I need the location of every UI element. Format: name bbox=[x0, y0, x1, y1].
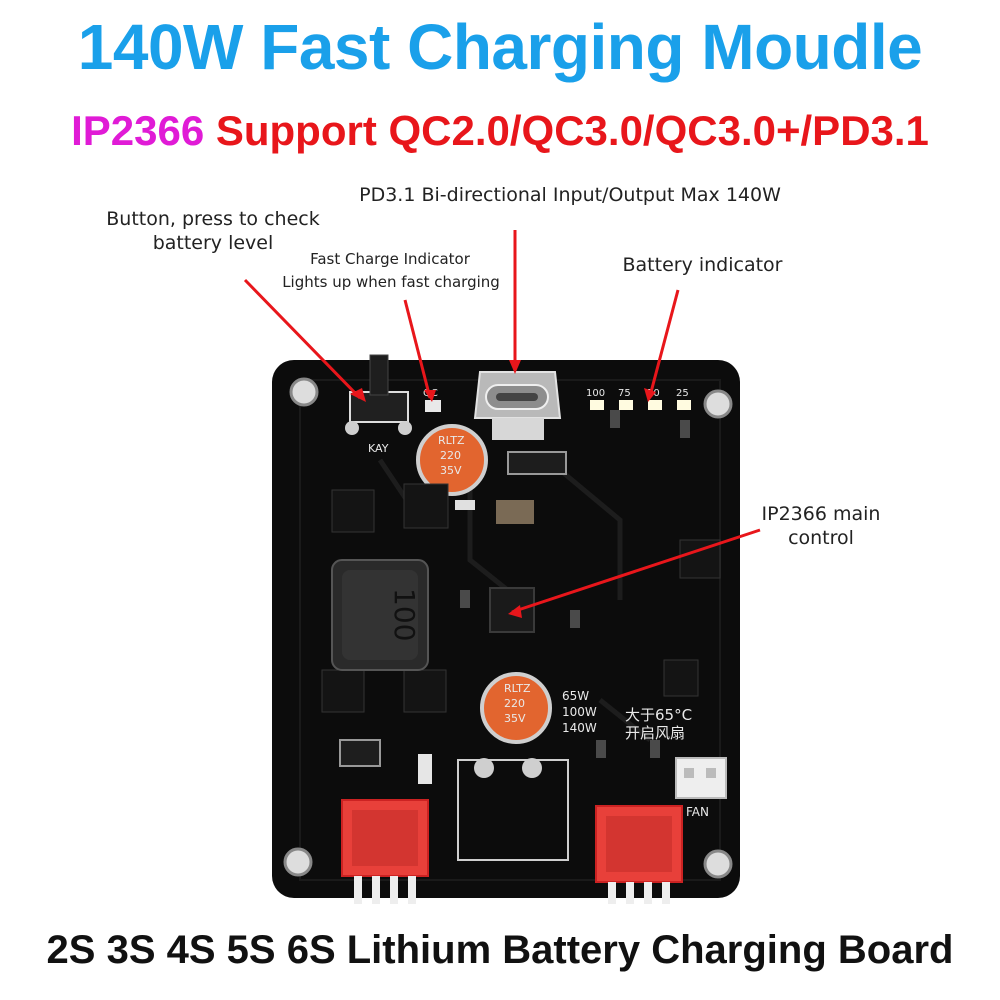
mosfet-3 bbox=[321, 669, 365, 713]
usb-c-port bbox=[473, 371, 562, 440]
svg-text:RLTZ: RLTZ bbox=[438, 434, 465, 447]
level-100: 100 bbox=[586, 388, 605, 399]
option-65w: 65W bbox=[562, 689, 589, 703]
level-75: 75 bbox=[618, 388, 631, 399]
callout-pointers bbox=[243, 230, 761, 618]
mosfet-2 bbox=[403, 483, 449, 529]
page-title: 140W Fast Charging Moudle bbox=[77, 11, 923, 83]
resistor-array bbox=[496, 500, 534, 524]
inductor: 100 bbox=[331, 559, 429, 671]
fast-charge-callout-line2: Lights up when fast charging bbox=[282, 273, 500, 291]
connector-right bbox=[595, 805, 683, 904]
product-description: 2S 3S 4S 5S 6S Lithium Battery Charging … bbox=[46, 928, 954, 972]
mount-hole-tl bbox=[289, 377, 319, 407]
fan-start-note: 开启风扇 bbox=[625, 724, 685, 742]
button-callout-line1: Button, press to check bbox=[106, 208, 320, 230]
chip-name: IP2366 bbox=[71, 107, 205, 154]
qc-led bbox=[425, 400, 441, 412]
main-control-callout-line1: IP2366 main bbox=[761, 503, 881, 525]
fan-label: FAN bbox=[686, 805, 709, 819]
option-140w: 140W bbox=[562, 721, 597, 735]
mount-hole-br bbox=[703, 849, 733, 879]
svg-text:35V: 35V bbox=[504, 712, 526, 725]
ic-right-2 bbox=[663, 659, 699, 697]
fan-connector: FAN bbox=[675, 757, 727, 819]
fan-temp-note: 大于65°C bbox=[625, 706, 692, 724]
svg-text:35V: 35V bbox=[440, 464, 462, 477]
option-100w: 100W bbox=[562, 705, 597, 719]
button-callout-line2: battery level bbox=[152, 232, 274, 254]
main-control-callout-line2: control bbox=[788, 527, 854, 549]
push-button: KAY bbox=[345, 354, 412, 455]
battery-indicator-callout: Battery indicator bbox=[622, 254, 783, 276]
key-label: KAY bbox=[368, 442, 389, 455]
svg-text:RLTZ: RLTZ bbox=[504, 682, 531, 695]
svg-text:220: 220 bbox=[504, 697, 525, 710]
svg-text:220: 220 bbox=[440, 449, 461, 462]
mount-hole-bl bbox=[283, 847, 313, 877]
capacitor-bottom: RLTZ 220 35V bbox=[480, 672, 552, 744]
connector-left bbox=[341, 799, 429, 904]
fast-charge-callout-line1: Fast Charge Indicator bbox=[310, 250, 470, 268]
subtitle: IP2366 Support QC2.0/QC3.0/QC3.0+/PD3.1 bbox=[0, 107, 1000, 155]
diode-top bbox=[507, 451, 567, 475]
capacitor-top: RLTZ 220 35V bbox=[416, 424, 488, 496]
protocol-support: Support QC2.0/QC3.0/QC3.0+/PD3.1 bbox=[215, 107, 929, 154]
main-ic bbox=[489, 587, 535, 633]
level-25: 25 bbox=[676, 388, 689, 399]
mosfet-1 bbox=[331, 489, 375, 533]
mount-hole-tr bbox=[703, 389, 733, 419]
svg-text:100: 100 bbox=[388, 588, 421, 641]
mosfet-4 bbox=[403, 669, 447, 713]
pd-port-callout: PD3.1 Bi-directional Input/Output Max 14… bbox=[359, 184, 781, 206]
